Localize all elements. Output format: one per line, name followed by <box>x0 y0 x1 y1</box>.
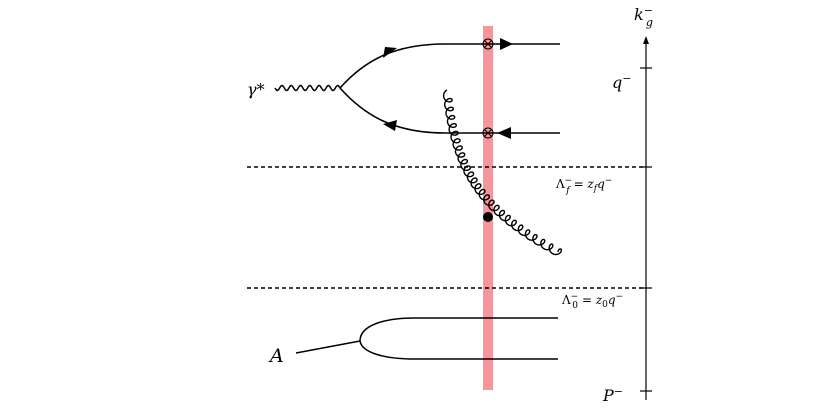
tick-P-label: P− <box>602 385 623 405</box>
antiquark-arrow <box>383 120 397 131</box>
gluon-shockwave-vertex <box>483 212 493 222</box>
quark-arrow-right <box>500 38 513 50</box>
nucleus-upper-line <box>359 317 558 342</box>
shockwave-band <box>483 26 493 390</box>
lambda-f-label: Λ−f= zfq− <box>555 176 612 196</box>
axis-title: k−g <box>634 4 653 29</box>
wilson-line-vertex-quark <box>482 38 494 50</box>
quark-arrow <box>383 47 397 58</box>
photon-line <box>274 84 341 92</box>
antiquark-arrow-left <box>497 127 511 139</box>
nucleus-label: A <box>268 345 284 367</box>
axis-arrowhead <box>643 36 649 44</box>
lambda-0-label: Λ−0= z0q− <box>561 292 623 311</box>
gluon-line <box>442 89 563 256</box>
nucleus-line <box>295 340 361 354</box>
nucleus-lower-line <box>359 340 558 360</box>
wilson-line-vertex-antiquark <box>482 127 494 139</box>
quark-line <box>339 43 560 89</box>
photon-label: γ* <box>247 80 265 99</box>
tick-q-label: q− <box>612 72 631 92</box>
